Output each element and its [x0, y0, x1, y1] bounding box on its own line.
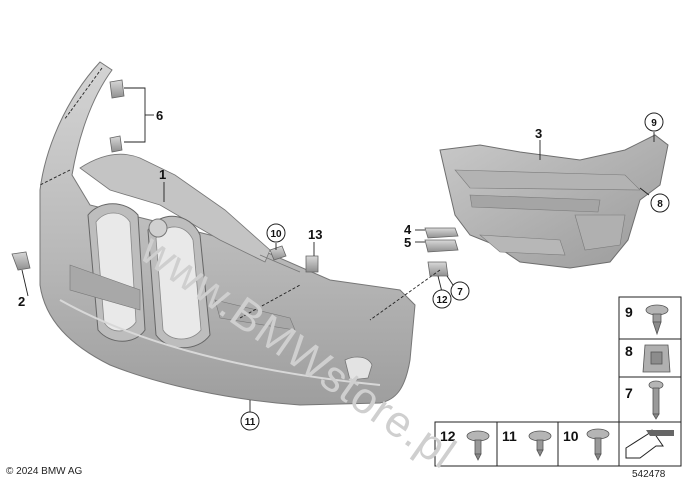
key-label-8: 8 [625, 343, 633, 359]
key-label-12: 12 [440, 428, 456, 444]
key-label-10: 10 [563, 428, 579, 444]
callout-circle-9: 9 [644, 112, 664, 132]
key-label-7: 7 [625, 385, 633, 401]
screw-7-icon [648, 380, 664, 420]
callout-1: 1 [159, 167, 166, 182]
key-label-11: 11 [502, 428, 517, 444]
leader-lines [21, 67, 655, 412]
callout-3: 3 [535, 126, 542, 141]
arrow-symbol-icon [625, 429, 674, 459]
holder-part-4 [424, 227, 459, 239]
callout-circle-8: 8 [650, 193, 670, 213]
svg-text:12: 12 [436, 295, 448, 306]
callout-2: 2 [18, 294, 25, 309]
svg-text:10: 10 [270, 229, 282, 240]
callout-13: 13 [308, 227, 322, 242]
screw-11-icon [528, 430, 552, 457]
bumper-trim-part [39, 61, 416, 406]
copyright-text: © 2024 BMW AG [6, 466, 83, 477]
clip-part-6-lower [109, 135, 123, 153]
fastener-key: 9 8 7 12 11 10 [434, 296, 682, 467]
bumper-carrier-part [439, 134, 669, 269]
callout-6: 6 [156, 108, 163, 123]
screw-9-icon [645, 304, 669, 336]
svg-text:8: 8 [657, 199, 663, 210]
callout-circle-7: 7 [450, 281, 470, 301]
svg-text:9: 9 [651, 118, 657, 129]
callout-circle-11: 11 [240, 411, 260, 431]
bracket-part-2 [11, 251, 31, 271]
svg-text:7: 7 [457, 287, 463, 298]
callout-circle-12: 12 [432, 289, 452, 309]
sensor-bracket-part [427, 261, 449, 277]
bracket-part-10 [269, 245, 287, 261]
nut-clip-8-icon [642, 344, 671, 373]
callout-4: 4 [404, 222, 412, 237]
callout-circle-10: 10 [266, 223, 286, 243]
callout-5: 5 [404, 235, 411, 250]
screw-12-icon [466, 430, 490, 461]
holder-part-5 [424, 239, 459, 253]
diagram-number: 542478 [632, 469, 666, 480]
bracket-part-13 [305, 255, 319, 273]
svg-text:11: 11 [245, 417, 256, 428]
screw-10-icon [586, 428, 610, 461]
clip-part-6-upper [109, 79, 125, 99]
key-label-9: 9 [625, 304, 633, 320]
